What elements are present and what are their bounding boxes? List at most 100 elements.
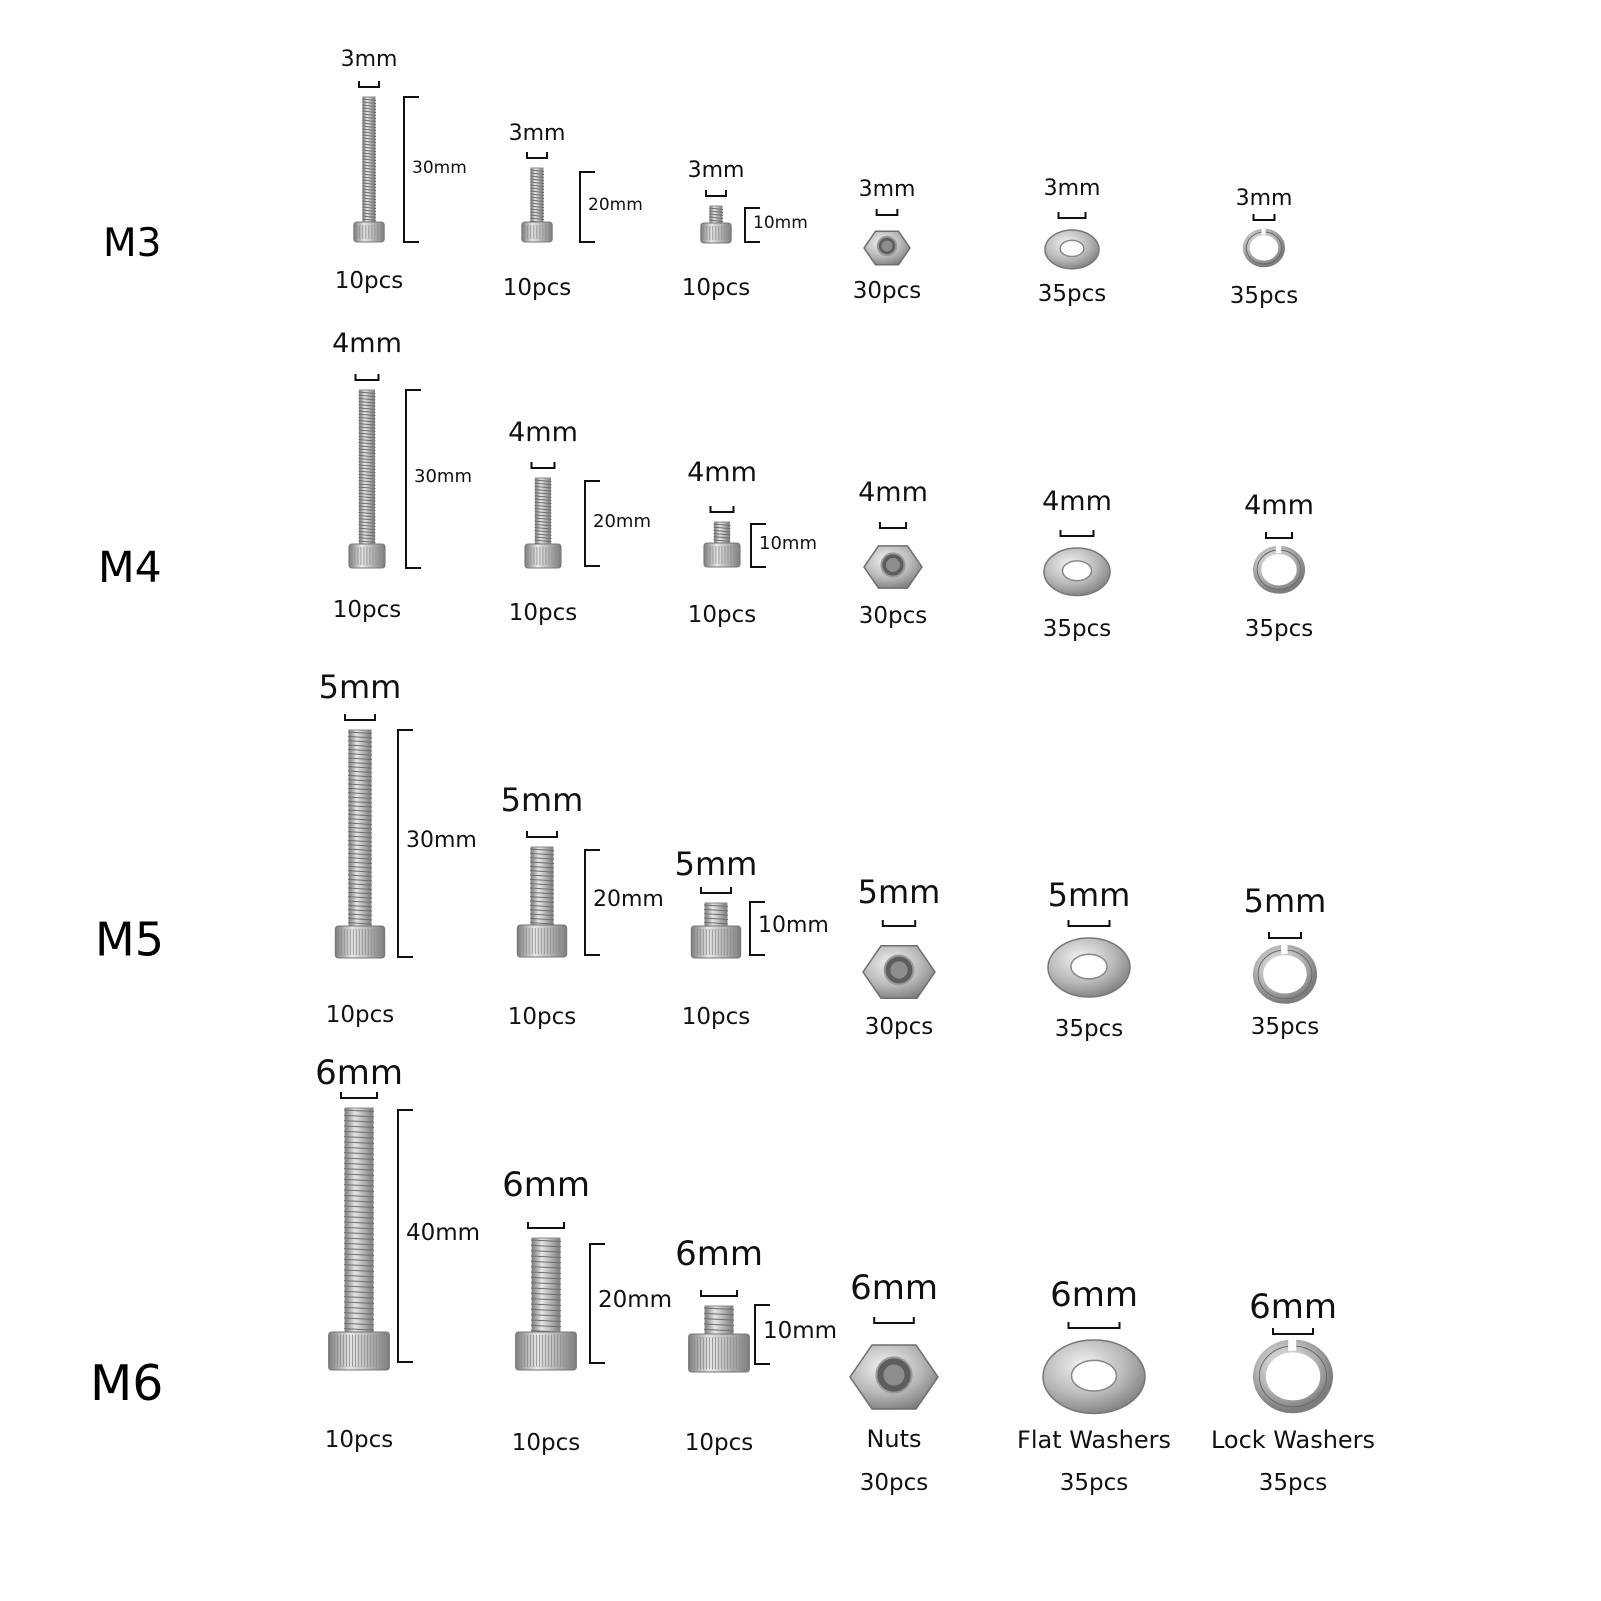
diameter-label: 6mm: [675, 1234, 763, 1274]
diameter-label: 6mm: [1249, 1287, 1337, 1327]
diameter-label: 5mm: [674, 845, 758, 883]
diameter-label: 3mm: [858, 177, 916, 202]
length-bracket: [405, 389, 421, 569]
diameter-bracket: [878, 522, 908, 529]
split-gap: [1261, 228, 1266, 235]
diameter-label: 3mm: [340, 47, 398, 72]
item-m3-bolt-0: [353, 81, 419, 243]
diameter-label: 3mm: [1043, 176, 1101, 201]
diameter-label: 4mm: [1042, 486, 1112, 517]
diameter-bracket: [1268, 932, 1302, 939]
quantity-label: 10pcs: [502, 275, 572, 301]
diameter-bracket: [1252, 214, 1276, 221]
quantity-label: 30pcs: [864, 1014, 934, 1040]
diameter-label: 4mm: [1244, 490, 1314, 521]
diameter-label: 6mm: [502, 1165, 590, 1205]
diameter-label: 6mm: [1050, 1275, 1138, 1315]
washer-hole: [1059, 239, 1085, 258]
item-m5-nut-3: [862, 920, 936, 999]
item-m3-bolt-2: [700, 190, 760, 244]
item-m4-flat-washer-4: [1043, 530, 1111, 597]
length-bracket: [584, 480, 600, 567]
quantity-label: 30pcs: [858, 603, 928, 629]
item-m5-bolt-0: [334, 714, 413, 959]
size-label-m6: M6: [90, 1355, 164, 1412]
diameter-bracket: [1265, 532, 1293, 539]
item-m6-bolt-2: [688, 1290, 770, 1373]
item-m3-lock-washer-5: [1242, 214, 1285, 268]
item-m4-bolt-2: [703, 506, 766, 568]
quantity-label: 10pcs: [681, 275, 751, 301]
item-name-label: Nuts: [866, 1425, 922, 1453]
size-label-m4: M4: [98, 543, 162, 593]
length-label: 10mm: [759, 532, 817, 554]
diameter-bracket: [881, 920, 917, 927]
length-bracket: [744, 207, 760, 243]
diameter-label: 5mm: [857, 873, 941, 911]
diameter-label: 5mm: [1243, 882, 1327, 920]
quantity-label: 10pcs: [687, 602, 757, 628]
quantity-label: 10pcs: [511, 1430, 581, 1456]
item-m6-bolt-1: [515, 1222, 605, 1371]
diameter-label: 3mm: [687, 158, 745, 183]
split-gap: [1281, 944, 1288, 954]
diameter-bracket: [527, 1222, 565, 1229]
item-m4-bolt-0: [348, 374, 421, 569]
diameter-bracket: [700, 1290, 738, 1297]
diameter-label: 5mm: [318, 668, 402, 706]
diameter-bracket: [526, 152, 548, 159]
diameter-bracket: [354, 374, 380, 381]
item-m3-bolt-1: [521, 152, 595, 243]
quantity-label: 35pcs: [1244, 616, 1314, 642]
quantity-label: 10pcs: [324, 1427, 394, 1453]
length-label: 40mm: [406, 1219, 481, 1246]
diameter-bracket: [1057, 212, 1087, 219]
diameter-label: 4mm: [508, 417, 578, 448]
diameter-bracket: [344, 714, 376, 721]
quantity-label: 30pcs: [852, 278, 922, 304]
length-label: 30mm: [412, 157, 467, 178]
diameter-label: 5mm: [500, 781, 584, 819]
diameter-bracket: [1059, 530, 1095, 537]
length-bracket: [589, 1243, 605, 1364]
length-bracket: [754, 1304, 770, 1365]
washer-hole: [1061, 560, 1093, 582]
length-bracket: [749, 901, 765, 956]
item-name-label: Flat Washers: [1017, 1426, 1171, 1454]
length-label: 30mm: [406, 828, 477, 854]
quantity-label: 35pcs: [1042, 616, 1112, 642]
quantity-label: 10pcs: [508, 600, 578, 626]
bolt-shaft: [359, 389, 375, 545]
diameter-bracket: [705, 190, 727, 197]
item-m3-flat-washer-4: [1044, 212, 1100, 270]
length-label: 10mm: [758, 913, 829, 939]
diameter-bracket: [1272, 1328, 1314, 1335]
diameter-label: 3mm: [508, 121, 566, 146]
item-m4-lock-washer-5: [1253, 532, 1306, 594]
length-label: 20mm: [588, 195, 643, 216]
washer-hole: [1070, 953, 1108, 980]
quantity-label: 10pcs: [507, 1004, 577, 1030]
length-bracket: [397, 1109, 413, 1363]
item-m4-nut-3: [863, 522, 923, 589]
quantity-label: 35pcs: [1054, 1016, 1124, 1042]
item-m4-bolt-1: [524, 462, 600, 569]
length-label: 10mm: [763, 1318, 838, 1345]
item-name-label: Lock Washers: [1210, 1426, 1376, 1454]
item-m5-bolt-1: [516, 831, 600, 958]
size-label-m5: M5: [95, 913, 164, 967]
quantity-label: 10pcs: [681, 1004, 751, 1030]
quantity-label: 10pcs: [332, 597, 402, 623]
length-bracket: [750, 523, 766, 568]
item-m6-nut-3: [849, 1317, 939, 1410]
quantity-label: 10pcs: [334, 268, 404, 294]
diameter-label: 3mm: [1235, 186, 1293, 211]
item-m6-lock-washer-5: [1253, 1328, 1334, 1414]
diameter-bracket: [1067, 1322, 1121, 1329]
diameter-bracket: [709, 506, 735, 513]
diameter-bracket: [700, 887, 732, 894]
item-m3-nut-3: [863, 209, 911, 266]
quantity-label: 10pcs: [325, 1002, 395, 1028]
item-m5-flat-washer-4: [1047, 920, 1131, 998]
